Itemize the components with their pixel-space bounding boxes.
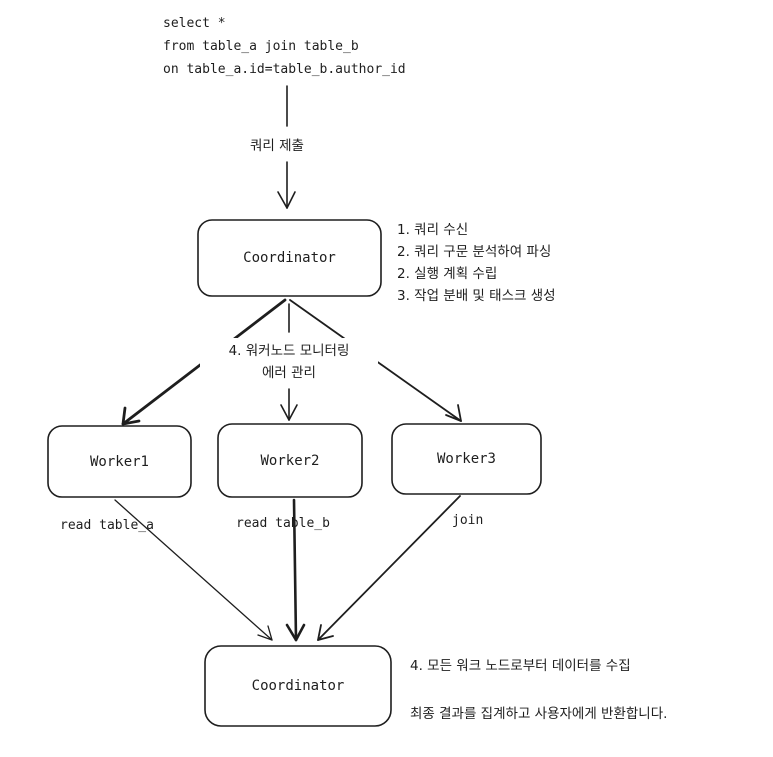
coordinator-top-node[interactable]: Coordinator [197,219,382,297]
arrow-worker3-to-coordinator [317,495,461,641]
coordinator-bottom-label: Coordinator [252,678,345,694]
collect-note: 4. 모든 워크 노드로부터 데이터를 수집 [410,658,631,674]
coordinator-bottom-node[interactable]: Coordinator [204,645,392,727]
final-note: 최종 결과를 집계하고 사용자에게 반환합니다. [410,706,667,722]
sql-query: select * from table_a join table_b on ta… [163,16,406,77]
join-label: join [452,513,483,528]
worker3-node[interactable]: Worker3 [391,423,542,495]
worker3-label: Worker3 [437,451,496,467]
sql-query-line-1: select * [163,16,226,31]
arrow-submit-query [277,85,296,209]
read-table-a-label: read table_a [60,518,154,533]
monitoring-label-line-1: 4. 워커노드 모니터링 [229,343,350,359]
coordinator-step-1: 1. 쿼리 수신 [397,222,468,238]
worker1-label: Worker1 [90,454,149,470]
coordinator-step-2: 2. 쿼리 구문 분석하여 파싱 [397,244,551,260]
coordinator-top-label: Coordinator [243,250,336,266]
sql-query-line-2: from table_a join table_b [163,39,359,54]
arrow-worker2-to-coordinator [285,498,306,642]
arrow-to-worker2 [280,303,298,421]
read-table-b-label: read table_b [236,516,330,531]
submit-query-label: 쿼리 제출 [250,138,304,154]
coordinator-step-3: 2. 실행 계획 수립 [397,266,497,282]
coordinator-step-4: 3. 작업 분배 및 태스크 생성 [397,288,556,304]
monitoring-label-line-2: 에러 관리 [262,365,316,381]
worker2-label: Worker2 [260,453,319,469]
worker1-node[interactable]: Worker1 [47,425,192,498]
arrow-worker1-to-coordinator [114,499,273,641]
monitoring-label: 4. 워커노드 모니터링 에러 관리 [200,338,378,382]
coordinator-steps-note: 1. 쿼리 수신 2. 쿼리 구문 분석하여 파싱 2. 실행 계획 수립 3.… [397,222,556,304]
worker2-node[interactable]: Worker2 [217,423,363,498]
sql-query-line-3: on table_a.id=table_b.author_id [163,62,406,77]
